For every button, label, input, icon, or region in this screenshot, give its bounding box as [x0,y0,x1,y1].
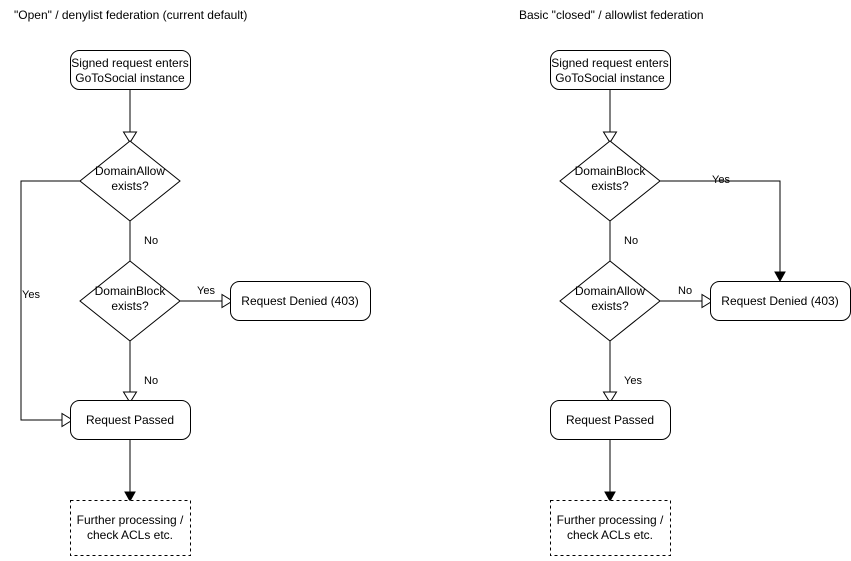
edge-entry-to-domainblock-closed [602,89,618,144]
edge-domainallow-no-open-label: No [144,235,158,247]
node-decision-domainallow-open-label-line2: exists? [111,179,149,193]
edge-passed-to-further-open [124,439,136,503]
diagram-title-open-denylist: "Open" / denylist federation (current de… [14,8,247,22]
diagram-open-denylist: "Open" / denylist federation (current de… [14,8,371,556]
node-decision-domainblock-closed-label-line1: DomainBlock [575,164,647,178]
node-decision-domainallow-closed-label-line1: DomainAllow [575,284,645,298]
edge-domainallow-no-closed: No [660,285,714,309]
node-decision-domainallow-closed-label-line2: exists? [591,299,629,313]
node-decision-domainblock-open-label-line2: exists? [111,299,149,313]
node-further-processing-closed-label-line2: check ACLs etc. [567,528,653,542]
node-request-passed-closed[interactable]: Request Passed [550,400,671,440]
node-request-denied-open-label: Request Denied (403) [241,294,358,308]
edge-domainallow-yes-closed-label: Yes [624,375,642,387]
edge-passed-to-further-open-arrowhead [124,491,136,503]
edge-domainblock-yes-open-arrowhead [221,293,234,309]
node-entry-open-label-line2: GoToSocial instance [75,71,185,85]
edge-passed-to-further-closed [604,439,616,503]
node-entry-closed-label-line2: GoToSocial instance [555,71,665,85]
edge-domainblock-no-open: No [122,341,158,404]
node-further-processing-closed-shape[interactable] [550,500,671,556]
node-entry-open-label-line1: Signed request enters [71,56,188,70]
edge-domainallow-yes-closed: Yes [602,341,642,404]
edge-domainblock-yes-open: Yes [180,285,234,309]
node-further-processing-closed[interactable]: Further processing / check ACLs etc. [550,500,671,556]
node-further-processing-open-label-line1: Further processing / [77,513,184,527]
edge-domainblock-yes-closed-line [660,180,781,274]
node-request-denied-open-shape[interactable] [230,281,371,321]
edge-domainallow-yes-open-label: Yes [22,289,40,301]
node-entry-closed[interactable]: Signed request enters GoToSocial instanc… [550,50,671,90]
node-decision-domainallow-closed[interactable]: DomainAllow exists? [559,260,661,342]
edge-domainblock-yes-closed: Yes [660,174,786,283]
node-decision-domainallow-open-label-line1: DomainAllow [95,164,165,178]
node-further-processing-open-label-line2: check ACLs etc. [87,528,173,542]
diagram-title-closed-allowlist: Basic "closed" / allowlist federation [519,8,704,22]
edge-domainblock-no-open-label: No [144,375,158,387]
node-decision-domainblock-closed[interactable]: DomainBlock exists? [559,140,661,222]
node-request-denied-open[interactable]: Request Denied (403) [230,281,371,321]
edge-domainallow-yes-open-line [20,180,80,421]
node-request-passed-closed-label: Request Passed [566,413,654,427]
edge-domainblock-no-closed-label: No [624,235,638,247]
node-decision-domainblock-closed-label-line2: exists? [591,179,629,193]
edge-entry-to-domainblock-closed-arrowhead [602,131,618,144]
diagram-closed-allowlist: Basic "closed" / allowlist federation Si… [519,8,851,556]
edge-domainallow-no-closed-arrowhead [701,293,714,309]
edge-domainallow-yes-open: Yes [20,180,80,428]
edge-entry-to-domainallow-open [122,89,138,144]
node-decision-domainblock-open[interactable]: DomainBlock exists? [79,260,181,342]
node-entry-open[interactable]: Signed request enters GoToSocial instanc… [70,50,191,90]
edge-domainallow-yes-closed-arrowhead [602,391,618,404]
edge-domainblock-no-open-arrowhead [122,391,138,404]
edge-passed-to-further-closed-arrowhead [604,491,616,503]
edge-domainallow-yes-open-arrowhead [61,412,74,428]
edge-domainblock-yes-open-label: Yes [197,285,215,297]
node-further-processing-open-shape[interactable] [70,500,191,556]
edge-domainblock-yes-closed-arrowhead [774,271,786,283]
node-decision-domainallow-open[interactable]: DomainAllow exists? [79,140,181,222]
node-request-passed-open[interactable]: Request Passed [70,400,191,440]
node-entry-closed-label-line1: Signed request enters [551,56,668,70]
node-request-passed-open-label: Request Passed [86,413,174,427]
node-request-denied-closed-label: Request Denied (403) [721,294,838,308]
node-further-processing-closed-label-line1: Further processing / [557,513,664,527]
edge-entry-to-domainallow-open-arrowhead [122,131,138,144]
edge-domainblock-yes-closed-label: Yes [712,174,730,186]
node-further-processing-open[interactable]: Further processing / check ACLs etc. [70,500,191,556]
edge-domainallow-no-closed-label: No [678,285,692,297]
node-decision-domainblock-open-label-line1: DomainBlock [95,284,167,298]
node-request-denied-closed[interactable]: Request Denied (403) [710,281,851,321]
